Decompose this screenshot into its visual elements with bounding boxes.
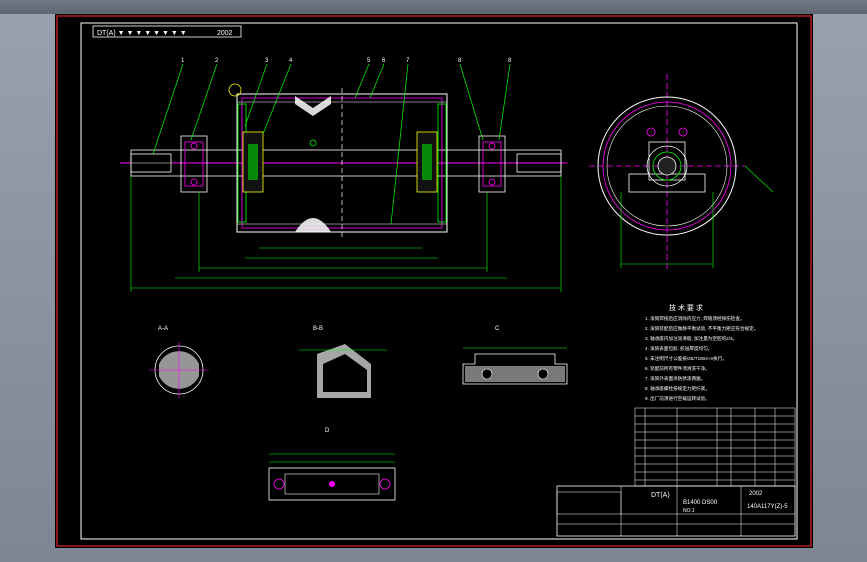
title-block: DT(A) 2002 140A117Y(Z)-5 B1400 DS00 NO.1 xyxy=(556,485,796,537)
note-8: 8. 轴承座螺栓按规定力矩拧紧。 xyxy=(645,385,710,392)
code-box xyxy=(92,25,242,38)
note-9: 9. 出厂前须进行空载运转试验。 xyxy=(645,395,710,402)
note-2: 2. 滚筒装配后应做静平衡试验, 不平衡力矩应符合规定。 xyxy=(645,325,758,332)
detail-lower xyxy=(295,218,331,232)
title-year: 2002 xyxy=(749,491,763,497)
title-drawing-number: 140A117Y(Z)-5 xyxy=(747,504,788,510)
outer-frame xyxy=(56,15,812,547)
note-1: 1. 滚筒焊接后应消除内应力, 焊缝须经探伤检查。 xyxy=(645,315,745,322)
section-b-view: B-B xyxy=(299,326,387,398)
drawing-canvas[interactable]: DT(A) ▼ ▼ ▼ ▼ ▼ ▼ ▼ ▼ 2002 xyxy=(55,14,813,548)
side-view xyxy=(589,74,774,270)
section-a-view: A-A xyxy=(149,326,209,398)
technical-notes: 技 术 要 求 1. 滚筒焊接后应消除内应力, 焊缝须经探伤检查。 2. 滚筒装… xyxy=(645,303,758,402)
callout-8a: 8 xyxy=(458,58,462,64)
callout-8b: 8 xyxy=(508,58,512,64)
right-bearing xyxy=(478,135,506,193)
section-a-label: A-A xyxy=(158,326,168,332)
toolbar-strip xyxy=(0,0,867,14)
callout-5: 5 xyxy=(367,58,371,64)
title-part-2: NO.1 xyxy=(683,508,695,514)
title-part-1: B1400 DS00 xyxy=(683,500,718,506)
note-4: 4. 滚筒表面包胶, 胶层厚度均匀。 xyxy=(645,345,712,352)
callout-3: 3 xyxy=(265,58,269,64)
note-5: 5. 未注明尺寸公差按GB/T1804-m执行。 xyxy=(645,355,727,362)
detail-upper xyxy=(295,96,331,116)
note-6: 6. 装配前所有零件须清洗干净。 xyxy=(645,365,710,372)
callout-1: 1 xyxy=(181,58,185,64)
note-7: 7. 滚筒外表面涂防锈漆两遍。 xyxy=(645,375,705,382)
callout-7: 7 xyxy=(406,58,410,64)
note-3: 3. 轴承座内加注润滑脂, 加注量为空腔的2/3。 xyxy=(645,335,737,342)
main-view: 1 2 3 4 5 6 7 8 8 xyxy=(120,58,567,292)
inner-frame xyxy=(80,22,798,540)
code-text: DT(A) ▼ ▼ ▼ ▼ ▼ ▼ ▼ ▼ xyxy=(97,30,187,37)
section-c-label: C xyxy=(495,326,500,332)
section-c-view: C xyxy=(462,326,568,385)
cad-drawing: DT(A) ▼ ▼ ▼ ▼ ▼ ▼ ▼ ▼ 2002 xyxy=(56,15,812,547)
title-code: DT(A) xyxy=(651,492,670,499)
left-bearing xyxy=(180,135,208,193)
section-d-label: D xyxy=(325,428,330,434)
callout-6: 6 xyxy=(382,58,386,64)
callout-2: 2 xyxy=(215,58,219,64)
callout-4: 4 xyxy=(289,58,293,64)
notes-heading: 技 术 要 求 xyxy=(669,303,703,312)
section-d-view: D xyxy=(268,428,396,501)
code-year: 2002 xyxy=(217,30,233,37)
parts-list xyxy=(634,407,796,487)
section-b-label: B-B xyxy=(313,326,323,332)
